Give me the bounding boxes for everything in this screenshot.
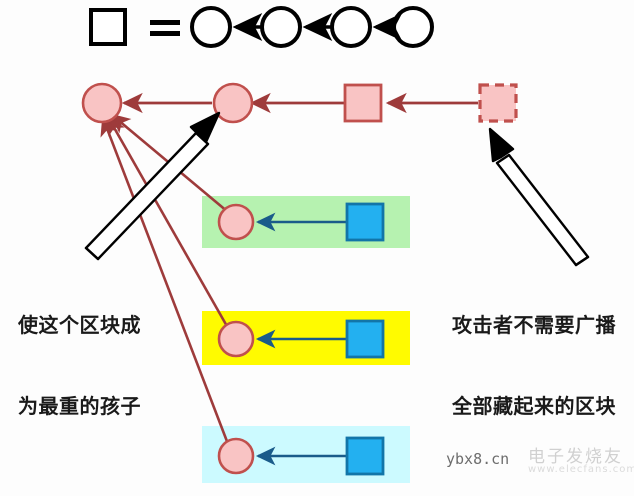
edge-yellow-to-head	[106, 115, 230, 329]
edge-cyan-to-head	[100, 116, 230, 445]
pink-circle-cyan[interactable]	[217, 437, 255, 475]
hidden-square[interactable]	[478, 83, 518, 123]
legend-circle-icon-3	[330, 6, 372, 48]
watermark-logo-url: www.elecfans.com	[528, 464, 634, 475]
band-yellow-content	[217, 319, 385, 359]
callout-arrow-right	[488, 127, 590, 267]
legend-square-icon	[89, 8, 127, 46]
callout-arrow-left	[84, 111, 221, 261]
left-annotation-line1: 使这个区块成	[18, 313, 141, 337]
blue-square-yellow[interactable]	[345, 319, 385, 359]
blue-square-green[interactable]	[345, 202, 385, 242]
band-cyan-content	[217, 436, 385, 476]
watermark-logo-cn: 电子发烧友	[528, 447, 623, 467]
blue-square-cyan[interactable]	[345, 436, 385, 476]
right-annotation: 攻击者不需要广播 全部藏起来的区块	[452, 258, 616, 474]
legend-circle-icon-4	[392, 6, 434, 48]
legend-circle-icon-1	[190, 6, 232, 48]
band-green-content	[217, 202, 385, 242]
watermark-site: ybx8.cn	[446, 450, 510, 468]
left-annotation-line2: 为最重的孩子	[18, 394, 141, 418]
block-square[interactable]	[343, 83, 383, 123]
right-annotation-line2: 全部藏起来的区块	[452, 394, 616, 418]
legend-group	[89, 6, 434, 48]
left-annotation: 使这个区块成 为最重的孩子	[18, 258, 141, 474]
second-circle[interactable]	[212, 82, 254, 124]
legend-circle-icon-2	[260, 6, 302, 48]
legend-equals-icon	[150, 20, 180, 36]
watermark-logo: 电子发烧友 www.elecfans.com	[520, 440, 634, 486]
right-annotation-line1: 攻击者不需要广播	[452, 313, 616, 337]
head-circle[interactable]	[81, 82, 123, 124]
pink-circle-yellow[interactable]	[217, 320, 255, 358]
pink-circle-green[interactable]	[217, 203, 255, 241]
